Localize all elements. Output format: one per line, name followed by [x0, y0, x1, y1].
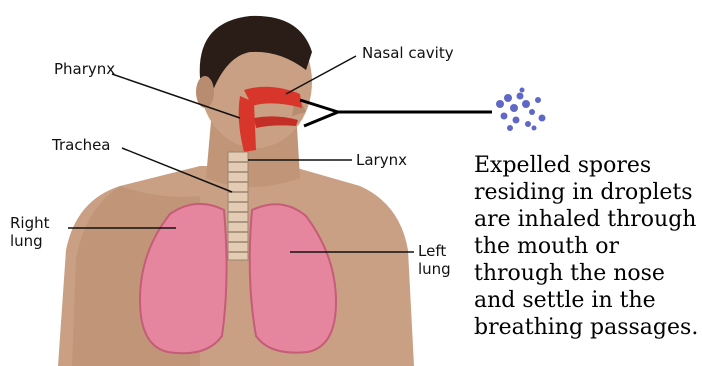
nasal-cavity-label: Nasal cavity [362, 44, 454, 62]
spores-cluster [496, 88, 546, 132]
left-lung-label-line1: Left [418, 242, 451, 260]
caption-line: the mouth or [474, 233, 702, 260]
inhalation-lines [300, 100, 492, 126]
right-lung-label: Right lung [10, 214, 50, 250]
caption-line: and settle in the [474, 287, 702, 314]
right-lung-label-line1: Right [10, 214, 50, 232]
caption-line: are inhaled through [474, 206, 702, 233]
caption-line: residing in droplets [474, 179, 702, 206]
caption-line: through the nose [474, 260, 702, 287]
left-lung-label: Left lung [418, 242, 451, 278]
larynx-label: Larynx [356, 151, 407, 169]
right-lung-label-line2: lung [10, 232, 50, 250]
explanation-text: Expelled spores residing in droplets are… [474, 152, 702, 341]
trachea-label: Trachea [52, 136, 111, 154]
trachea-shape [228, 152, 248, 260]
caption-line: breathing passages. [474, 314, 702, 341]
left-lung-label-line2: lung [418, 260, 451, 278]
pharynx-label: Pharynx [54, 60, 115, 78]
caption-line: Expelled spores [474, 152, 702, 179]
